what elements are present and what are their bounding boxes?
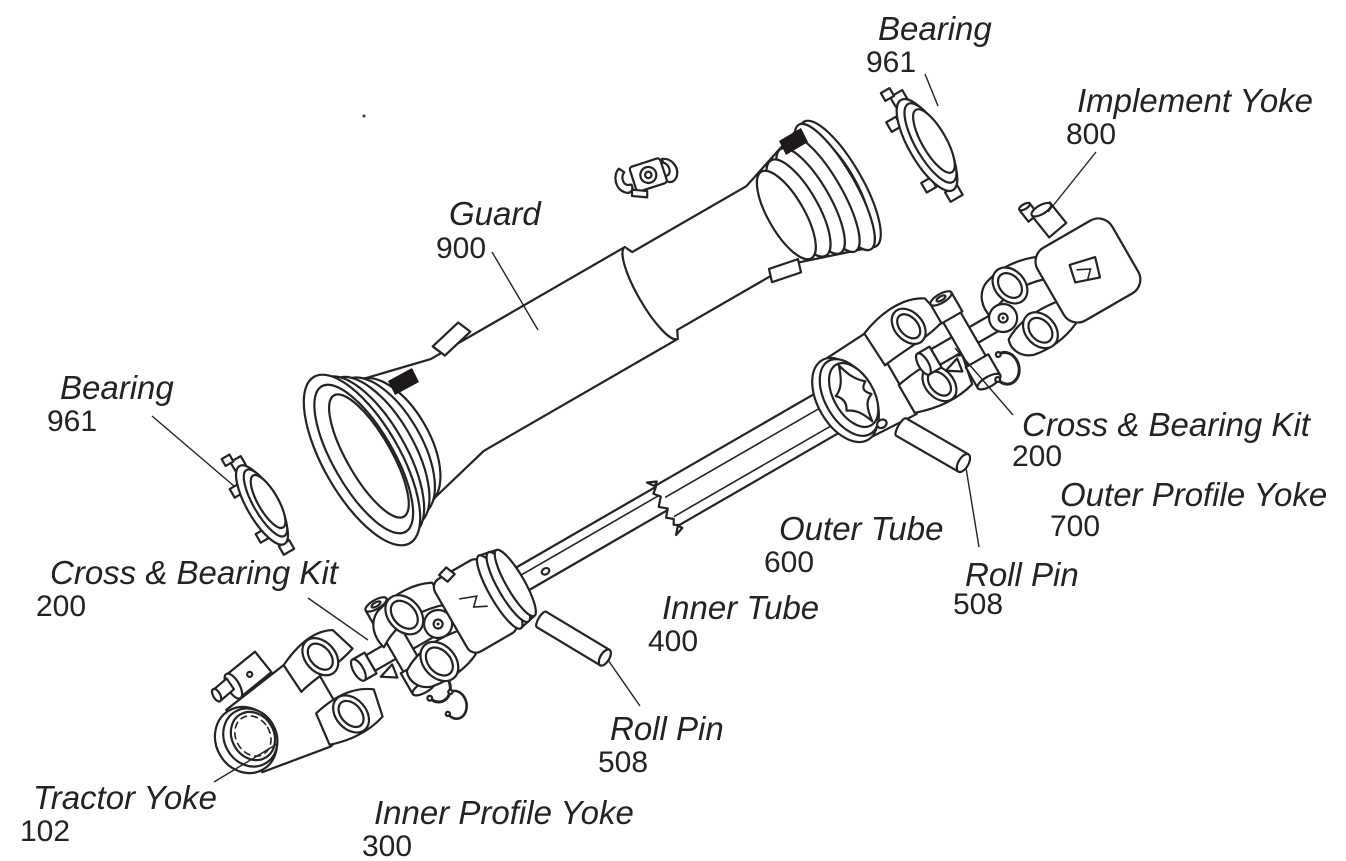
part-name: Roll Pin [965,556,1079,593]
part-number: 600 [764,546,814,579]
label-outer-tube: Outer Tube 600 [764,510,943,579]
label-bearing-top: Bearing 961 [866,10,992,79]
guard-drawing [302,114,882,547]
part-name: Outer Profile Yoke [1060,476,1327,513]
part-name: Cross & Bearing Kit [1022,406,1312,443]
part-name: Outer Tube [779,510,943,547]
label-cross-bearing-kit-right: Cross & Bearing Kit 200 [1012,406,1312,473]
part-name: Implement Yoke [1077,82,1313,119]
label-outer-profile-yoke: Outer Profile Yoke 700 [1050,476,1327,543]
part-number: 102 [20,815,70,848]
guard-stripe-cone [779,128,808,155]
part-name: Guard [449,195,542,232]
bearing-top-drawing [879,87,964,203]
label-inner-profile-yoke: Inner Profile Yoke 300 [362,794,634,861]
labels: Bearing 961 Implement Yoke 800 Guard 900… [20,10,1327,861]
part-number: 200 [36,590,86,623]
part-number: 400 [648,625,698,658]
guard-clip-drawing [614,157,679,199]
tractor-yoke-drawing [210,628,384,775]
label-roll-pin-bottom: Roll Pin 508 [598,710,724,779]
part-number: 961 [47,405,97,438]
part-name: Roll Pin [610,710,724,747]
part-number: 800 [1066,118,1116,151]
part-number: 508 [598,746,648,779]
bearing-left-drawing [220,453,296,556]
circlip [444,688,468,720]
part-name: Bearing [878,10,992,47]
leader-lines [151,73,1097,783]
label-implement-yoke: Implement Yoke 800 [1066,82,1313,151]
roll-pin-bottom-drawing [535,610,612,667]
part-number: 200 [1012,440,1062,473]
roll-pin-right-drawing [894,417,972,474]
part-name: Inner Tube [662,589,819,626]
guard-stripe-bell [388,368,419,395]
label-inner-tube: Inner Tube 400 [648,589,819,658]
part-name: Tractor Yoke [33,779,217,816]
outer-profile-yoke-drawing [811,297,974,444]
part-number: 508 [953,588,1003,621]
part-name: Cross & Bearing Kit [50,554,340,591]
print-speck [362,114,366,118]
implement-yoke-drawing [980,201,1142,357]
label-cross-bearing-kit-left: Cross & Bearing Kit 200 [36,554,340,623]
part-number: 900 [436,232,486,265]
part-number: 961 [866,46,916,79]
label-bearing-left: Bearing 961 [47,369,174,438]
cross-bearing-kit-right-drawing [914,290,1019,391]
label-tractor-yoke: Tractor Yoke 102 [20,779,217,848]
part-number: 300 [362,830,412,861]
label-guard: Guard 900 [436,195,542,265]
part-name: Bearing [60,369,174,406]
label-roll-pin-right: Roll Pin 508 [953,556,1079,621]
part-name: Inner Profile Yoke [374,794,634,831]
circlip [994,351,1021,386]
part-number: 700 [1050,510,1100,543]
